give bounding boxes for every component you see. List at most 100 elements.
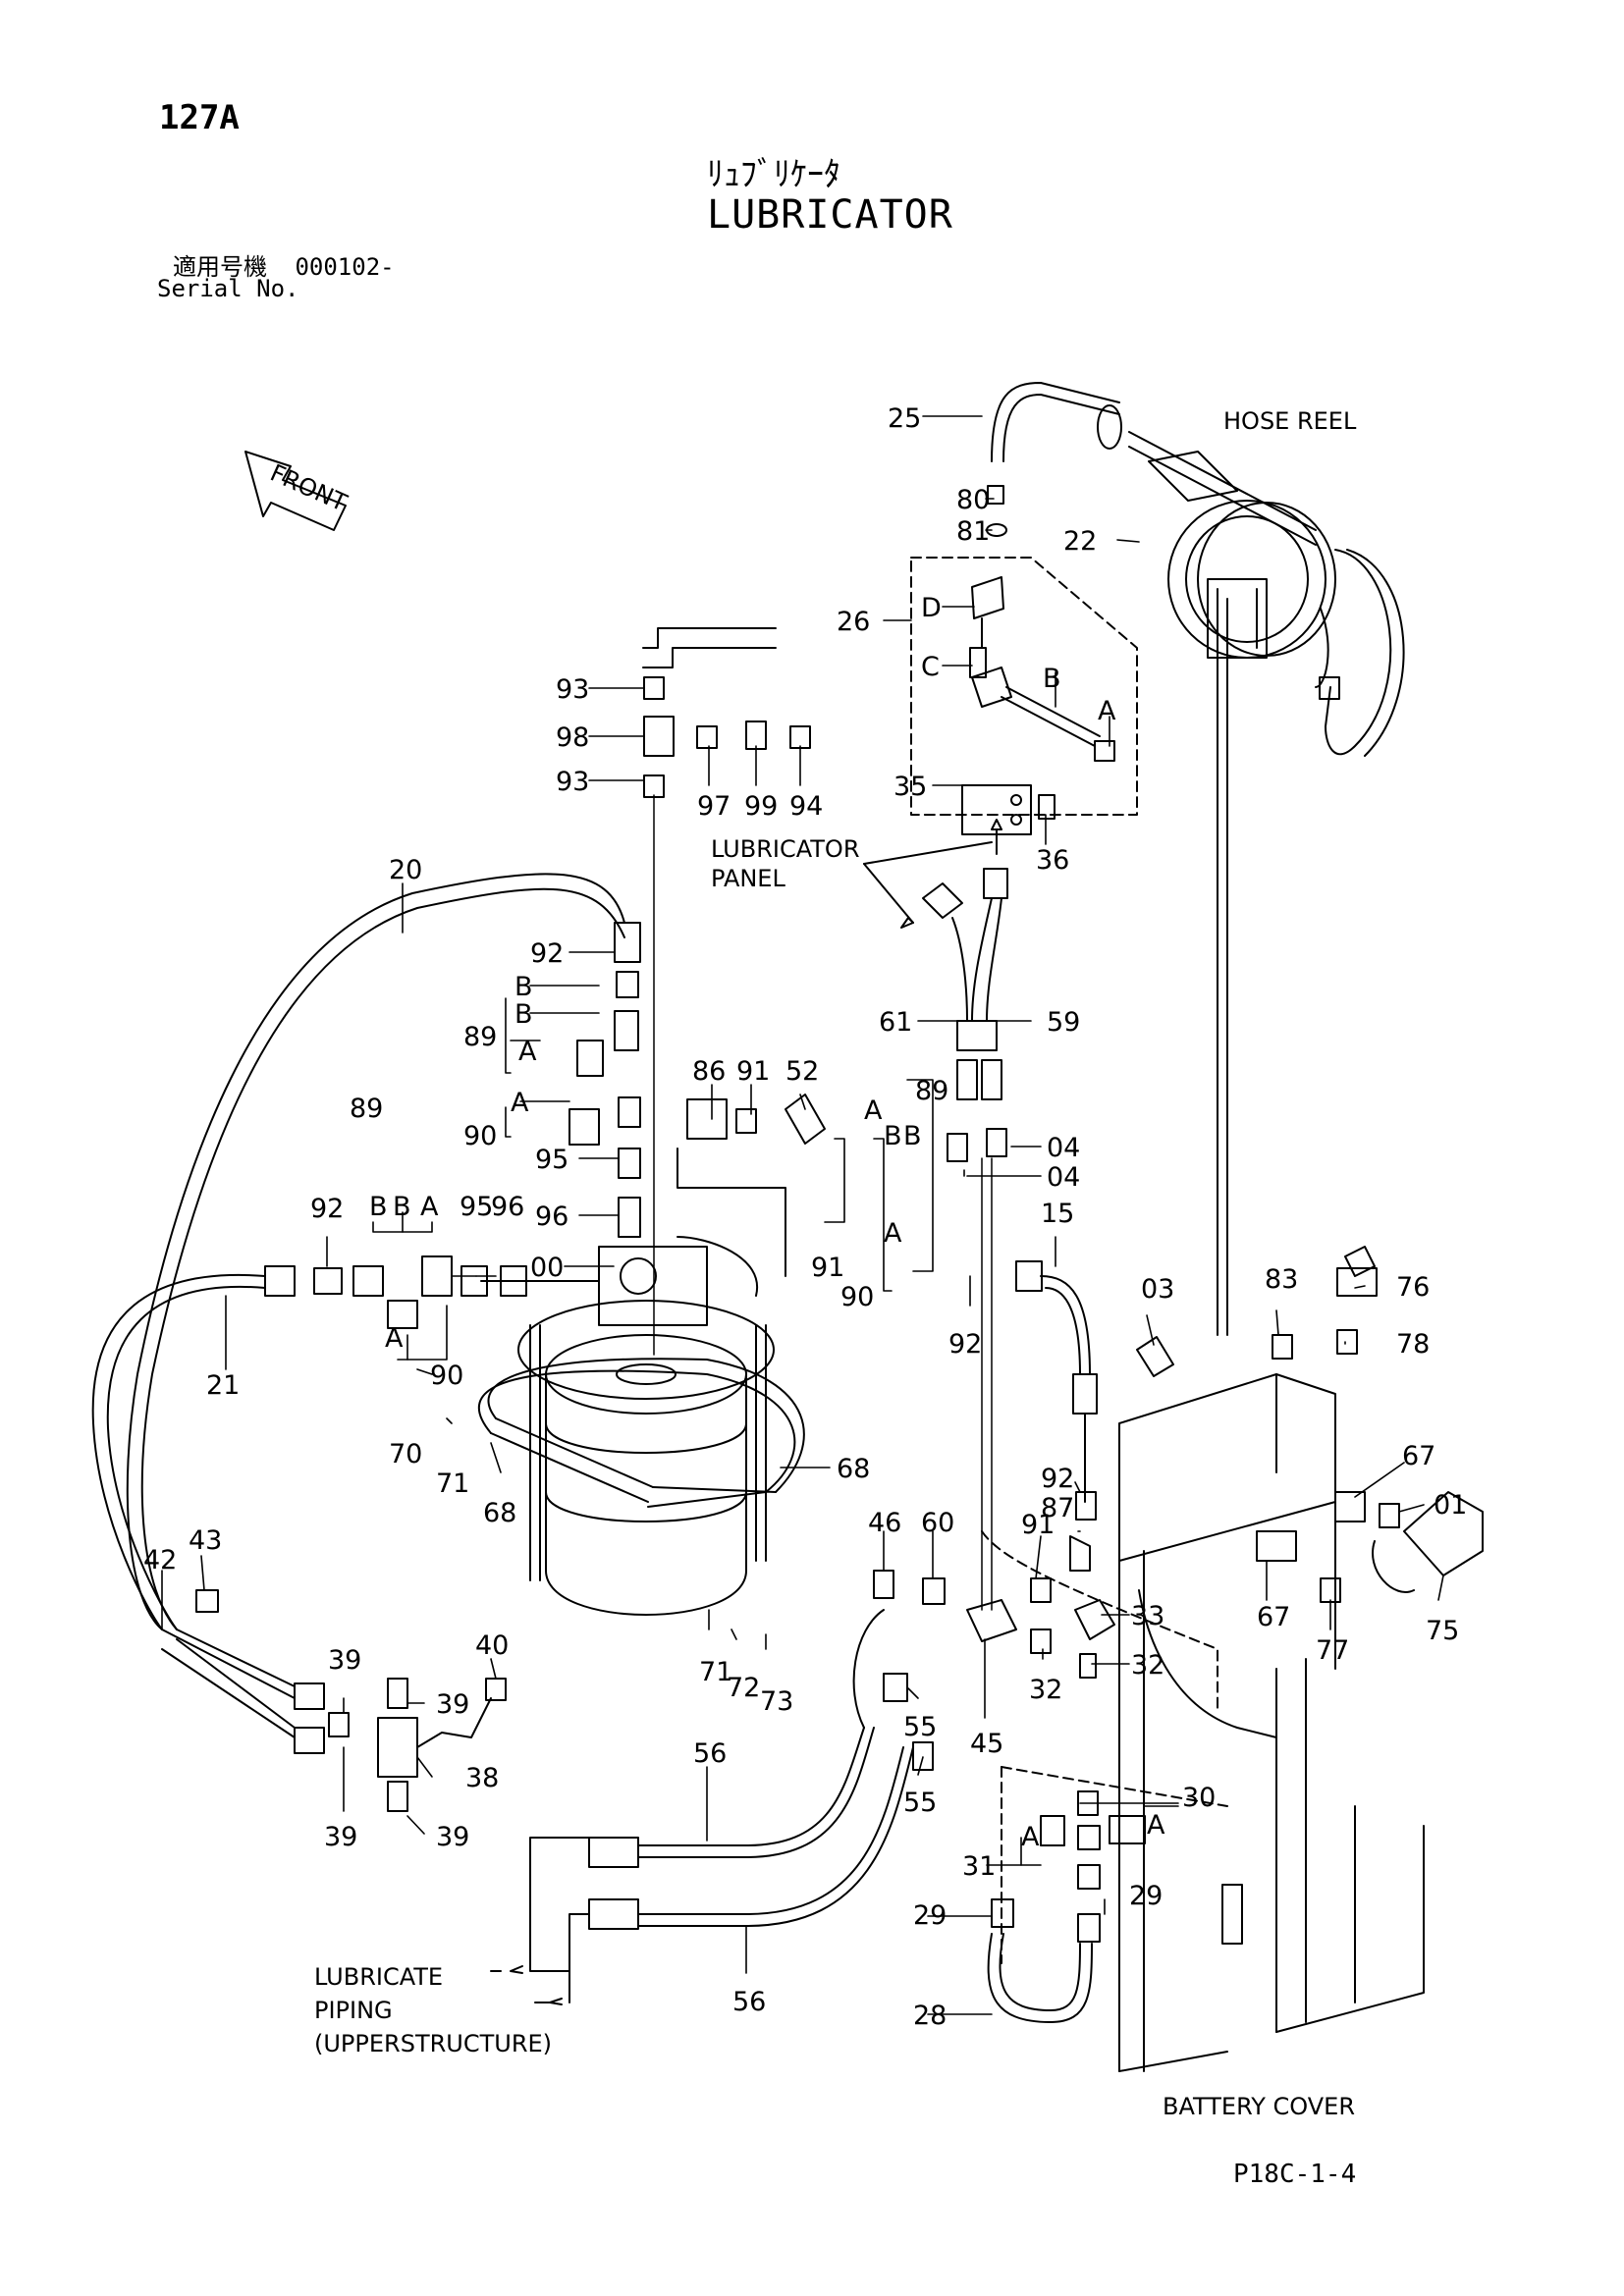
- callout: 92: [948, 1329, 982, 1360]
- callout: 55: [903, 1712, 937, 1742]
- callout: 40: [475, 1630, 509, 1661]
- callout: 70: [389, 1439, 422, 1469]
- battery-cover: [1118, 1373, 1425, 2072]
- callout: 39: [436, 1822, 469, 1852]
- callout: 61: [879, 1007, 912, 1038]
- callout: B: [1043, 664, 1061, 694]
- front-label: FRONT: [266, 459, 352, 517]
- callout: 22: [1063, 526, 1097, 557]
- callout: 31: [962, 1851, 996, 1882]
- callout: B: [514, 999, 533, 1030]
- callout: A: [1147, 1810, 1165, 1841]
- callout: 76: [1396, 1272, 1430, 1303]
- callout: 89: [915, 1076, 948, 1106]
- callout: 67: [1257, 1602, 1290, 1632]
- lubricator-panel-label-line1: LUBRICATOR: [711, 835, 860, 863]
- callout: 30: [1182, 1783, 1216, 1813]
- lubricator-panel-box: [910, 557, 1138, 816]
- callout: B: [514, 972, 533, 1002]
- callout: A: [385, 1323, 404, 1354]
- callout: 93: [556, 767, 589, 797]
- callout: 28: [913, 2001, 947, 2031]
- callout: 75: [1426, 1616, 1459, 1646]
- callout: 97: [697, 791, 731, 822]
- page-number: 127A: [159, 98, 240, 137]
- battery-cover-label: BATTERY COVER: [1163, 2093, 1355, 2120]
- callout: 96: [491, 1192, 524, 1222]
- leader-lines: [161, 415, 1444, 2015]
- hose-15: [1015, 1260, 1098, 1503]
- callout: A: [518, 1037, 537, 1067]
- callout-group: 25 80 81 22 26 D C B A 35 36 93 98 93 97…: [143, 403, 1467, 2031]
- callout: 80: [956, 485, 990, 515]
- callout: 93: [556, 674, 589, 705]
- callout: 15: [1041, 1199, 1074, 1229]
- callout: 73: [760, 1686, 793, 1717]
- lubricate-piping-label-line3: (UPPERSTRUCTURE): [314, 2030, 552, 2057]
- split-hose-59-61: [922, 868, 1008, 1162]
- callout: 91: [811, 1253, 844, 1283]
- callout: 55: [903, 1788, 937, 1818]
- callout: A: [511, 1088, 529, 1118]
- callout: 04: [1047, 1162, 1080, 1193]
- callout: 39: [328, 1645, 361, 1676]
- callout: B: [393, 1192, 411, 1222]
- callout: 00: [530, 1253, 564, 1283]
- callout: 68: [483, 1498, 516, 1528]
- callout: 01: [1434, 1490, 1467, 1521]
- callout: A: [1021, 1822, 1040, 1852]
- callout: 32: [1131, 1650, 1164, 1681]
- fitting-parts-top: [642, 627, 811, 1356]
- lubricator-drum: [517, 1236, 775, 1616]
- callout: 43: [189, 1525, 222, 1556]
- callout: 90: [840, 1282, 874, 1312]
- serial-value: 000102-: [295, 253, 395, 281]
- callout: 68: [837, 1454, 870, 1484]
- callout: 91: [1021, 1510, 1055, 1540]
- callout: 81: [956, 516, 990, 547]
- callout: 90: [430, 1361, 463, 1391]
- callout: 04: [1047, 1133, 1080, 1163]
- callout: 95: [460, 1192, 493, 1222]
- callout: D: [921, 593, 942, 623]
- callout: 99: [744, 791, 778, 822]
- callout: 26: [837, 607, 870, 637]
- callout: 59: [1047, 1007, 1080, 1038]
- callout: 87: [1041, 1493, 1074, 1523]
- callout: 25: [888, 403, 921, 434]
- callout: 35: [893, 772, 927, 802]
- parts-right-side: [873, 1246, 1484, 1679]
- document-code: P18C-1-4: [1233, 2160, 1357, 2189]
- fitting-group-left: [264, 1255, 600, 1329]
- callout: A: [864, 1095, 883, 1126]
- callout: 94: [789, 791, 823, 822]
- fitting-column: [568, 922, 641, 1238]
- hose-20: [126, 873, 625, 1630]
- callout: 42: [143, 1545, 177, 1575]
- label-arrows: [490, 819, 1002, 2005]
- callout: 20: [389, 855, 422, 885]
- hose-reel-label: HOSE REEL: [1223, 407, 1357, 435]
- page-title: LUBRICATOR: [707, 192, 953, 238]
- callout: B: [369, 1192, 388, 1222]
- lubricate-piping-label-line1: LUBRICATE: [314, 1963, 443, 1991]
- callout: 92: [530, 938, 564, 969]
- serial-line: 適用号機 000102-: [173, 247, 395, 282]
- lubricate-piping-label-line2: PIPING: [314, 1997, 393, 2024]
- callout: 39: [324, 1822, 357, 1852]
- callout: 95: [535, 1145, 568, 1175]
- callout: 98: [556, 722, 589, 753]
- callout: 03: [1141, 1274, 1174, 1305]
- block-38: [195, 1589, 507, 1812]
- callout: A: [884, 1218, 902, 1249]
- drum-band: [477, 1358, 805, 1508]
- callout: 46: [868, 1508, 901, 1538]
- callout: 33: [1131, 1601, 1164, 1631]
- lubricator-panel-label-line2: PANEL: [711, 865, 785, 892]
- callout: 29: [1129, 1881, 1163, 1911]
- callout: 92: [1041, 1464, 1074, 1494]
- callout: 92: [310, 1194, 344, 1224]
- callout: B: [903, 1121, 922, 1151]
- callout: 45: [970, 1729, 1003, 1759]
